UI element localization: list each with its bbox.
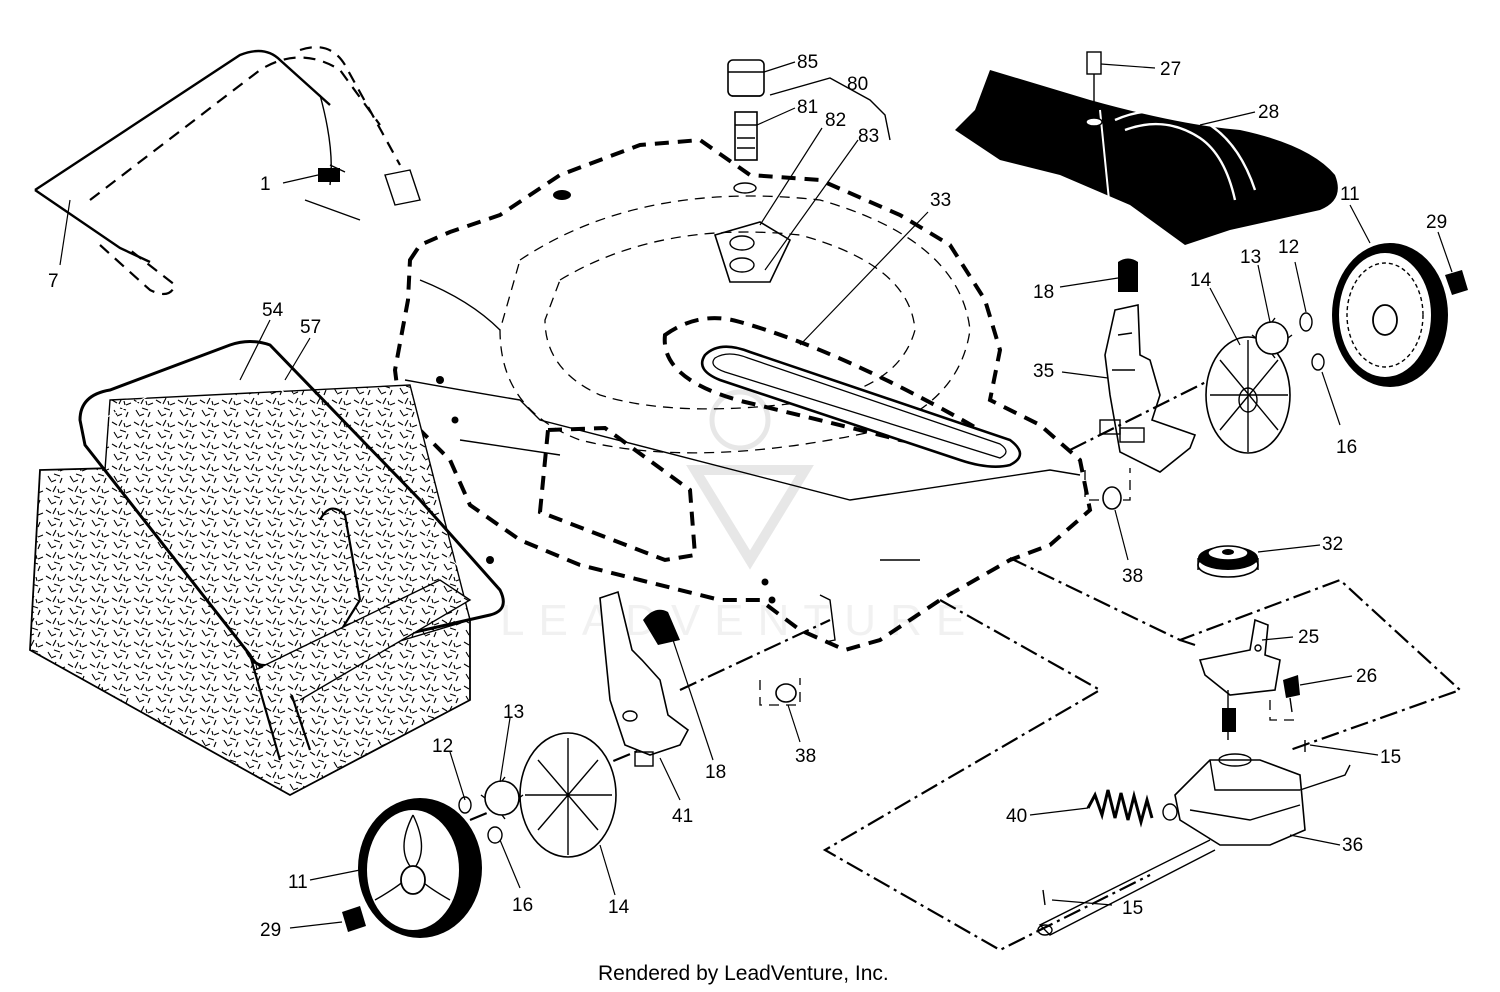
part-deck — [392, 137, 1093, 653]
label-40: 40 — [1006, 806, 1027, 827]
label-12-right: 12 — [1278, 237, 1299, 258]
callout-labels: 85 80 81 82 83 27 28 1 7 33 11 29 18 14 … — [48, 52, 1447, 941]
label-36: 36 — [1342, 835, 1363, 856]
label-18-left: 18 — [705, 762, 726, 783]
part-belt — [700, 345, 1022, 468]
label-15-right: 15 — [1380, 747, 1401, 768]
label-29-right: 29 — [1426, 212, 1447, 233]
label-25: 25 — [1298, 627, 1319, 648]
part-spring — [1086, 789, 1154, 828]
label-26: 26 — [1356, 666, 1377, 687]
label-16-left: 16 — [512, 895, 533, 916]
part-height-adjuster-right — [1099, 258, 1197, 473]
part-height-adjuster-left — [599, 590, 836, 767]
label-35: 35 — [1033, 361, 1054, 382]
label-15-bottom: 15 — [1122, 898, 1143, 919]
watermark-logo: LEADVENTURE — [500, 389, 979, 645]
leader-lines — [59, 61, 1453, 929]
label-11-left: 11 — [288, 872, 308, 893]
label-33: 33 — [930, 190, 951, 211]
label-85: 85 — [797, 52, 818, 73]
part-chute — [955, 51, 1338, 245]
label-57: 57 — [300, 317, 321, 338]
label-82: 82 — [825, 110, 846, 131]
label-14-left: 14 — [608, 897, 630, 918]
label-7: 7 — [48, 271, 59, 292]
part-wheel-right — [1069, 243, 1468, 454]
label-13-left: 13 — [503, 702, 524, 723]
part-wheel-left — [342, 732, 641, 938]
part-pulley — [1197, 545, 1259, 578]
part-transmission-frame — [822, 557, 1463, 952]
label-1: 1 — [260, 174, 271, 195]
label-11-right: 11 — [1340, 184, 1360, 205]
label-29-left: 29 — [260, 920, 281, 941]
watermark-text: LEADVENTURE — [500, 596, 979, 645]
part-bracket — [1198, 618, 1300, 721]
label-16-right: 16 — [1336, 437, 1357, 458]
part-transmission — [1037, 690, 1351, 936]
label-38-left: 38 — [795, 746, 816, 767]
footer-credit: Rendered by LeadVenture, Inc. — [598, 962, 889, 985]
part-spacer-right — [1084, 468, 1131, 510]
part-spacer-left — [759, 678, 801, 706]
label-12-left: 12 — [432, 736, 453, 757]
label-83: 83 — [858, 126, 879, 147]
label-27: 27 — [1160, 59, 1181, 80]
part-fill-cap — [713, 59, 792, 283]
label-14-right: 14 — [1190, 270, 1212, 291]
bracket-80 — [769, 77, 891, 141]
label-54: 54 — [262, 300, 284, 321]
part-handle — [34, 46, 421, 296]
label-32: 32 — [1322, 534, 1343, 555]
label-13-right: 13 — [1240, 247, 1261, 268]
label-38-right: 38 — [1122, 566, 1143, 587]
label-81: 81 — [797, 97, 818, 118]
label-80: 80 — [847, 74, 868, 95]
label-18-right: 18 — [1033, 282, 1054, 303]
label-41: 41 — [672, 806, 693, 827]
part-grass-bag — [29, 340, 505, 797]
label-28: 28 — [1258, 102, 1279, 123]
